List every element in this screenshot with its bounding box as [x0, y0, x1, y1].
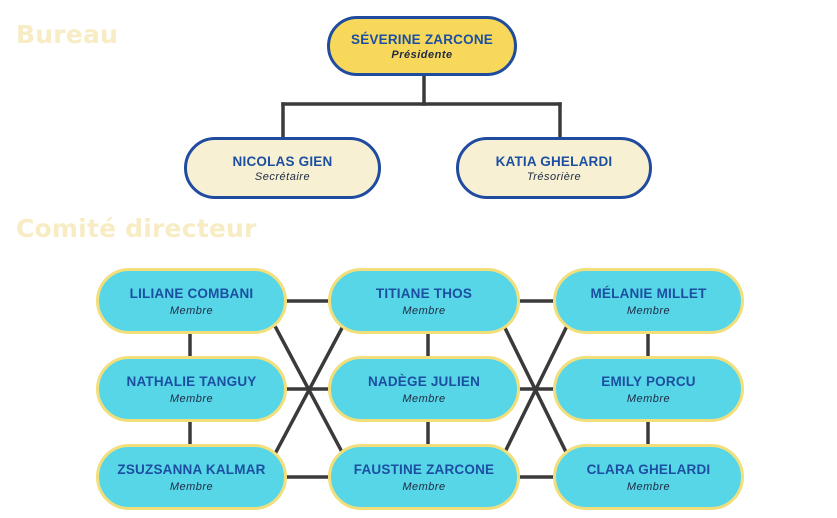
node-member: NATHALIE TANGUY Membre — [96, 356, 287, 422]
node-member: TITIANE THOS Membre — [328, 268, 520, 334]
secretary-name: NICOLAS GIEN — [232, 153, 333, 169]
member-name: TITIANE THOS — [375, 285, 473, 301]
member-role: Membre — [402, 392, 446, 405]
treasurer-name: KATIA GHELARDI — [495, 153, 613, 169]
member-role: Membre — [402, 480, 446, 493]
node-member: CLARA GHELARDI Membre — [553, 444, 744, 510]
section-title-bureau: Bureau — [16, 20, 119, 49]
member-name: EMILY PORCU — [601, 373, 696, 389]
member-name: MÉLANIE MILLET — [590, 285, 707, 301]
member-role: Membre — [169, 480, 214, 493]
node-member: MÉLANIE MILLET Membre — [553, 268, 744, 334]
member-name: FAUSTINE ZARCONE — [353, 461, 495, 477]
member-role: Membre — [626, 480, 671, 493]
secretary-role: Secrétaire — [254, 170, 311, 183]
node-secretary: NICOLAS GIEN Secrétaire — [184, 137, 381, 199]
member-role: Membre — [402, 304, 446, 317]
node-member: EMILY PORCU Membre — [553, 356, 744, 422]
president-name: SÉVERINE ZARCONE — [351, 31, 493, 47]
member-name: NADÈGE JULIEN — [367, 373, 481, 389]
node-member: FAUSTINE ZARCONE Membre — [328, 444, 520, 510]
member-name: ZSUZSANNA KALMAR — [117, 461, 266, 477]
member-role: Membre — [626, 392, 671, 405]
node-treasurer: KATIA GHELARDI Trésorière — [456, 137, 652, 199]
node-member: NADÈGE JULIEN Membre — [328, 356, 520, 422]
section-title-comite: Comité directeur — [16, 214, 257, 243]
node-president: SÉVERINE ZARCONE Présidente — [327, 16, 517, 76]
member-role: Membre — [626, 304, 671, 317]
node-member: ZSUZSANNA KALMAR Membre — [96, 444, 287, 510]
member-name: LILIANE COMBANI — [129, 285, 254, 301]
member-name: CLARA GHELARDI — [586, 461, 711, 477]
connector-x — [502, 325, 569, 455]
node-member: LILIANE COMBANI Membre — [96, 268, 287, 334]
member-role: Membre — [169, 304, 214, 317]
treasurer-role: Trésorière — [526, 170, 582, 183]
member-role: Membre — [169, 392, 214, 405]
member-name: NATHALIE TANGUY — [126, 373, 257, 389]
president-role: Présidente — [391, 48, 453, 61]
connector-x — [273, 325, 345, 455]
